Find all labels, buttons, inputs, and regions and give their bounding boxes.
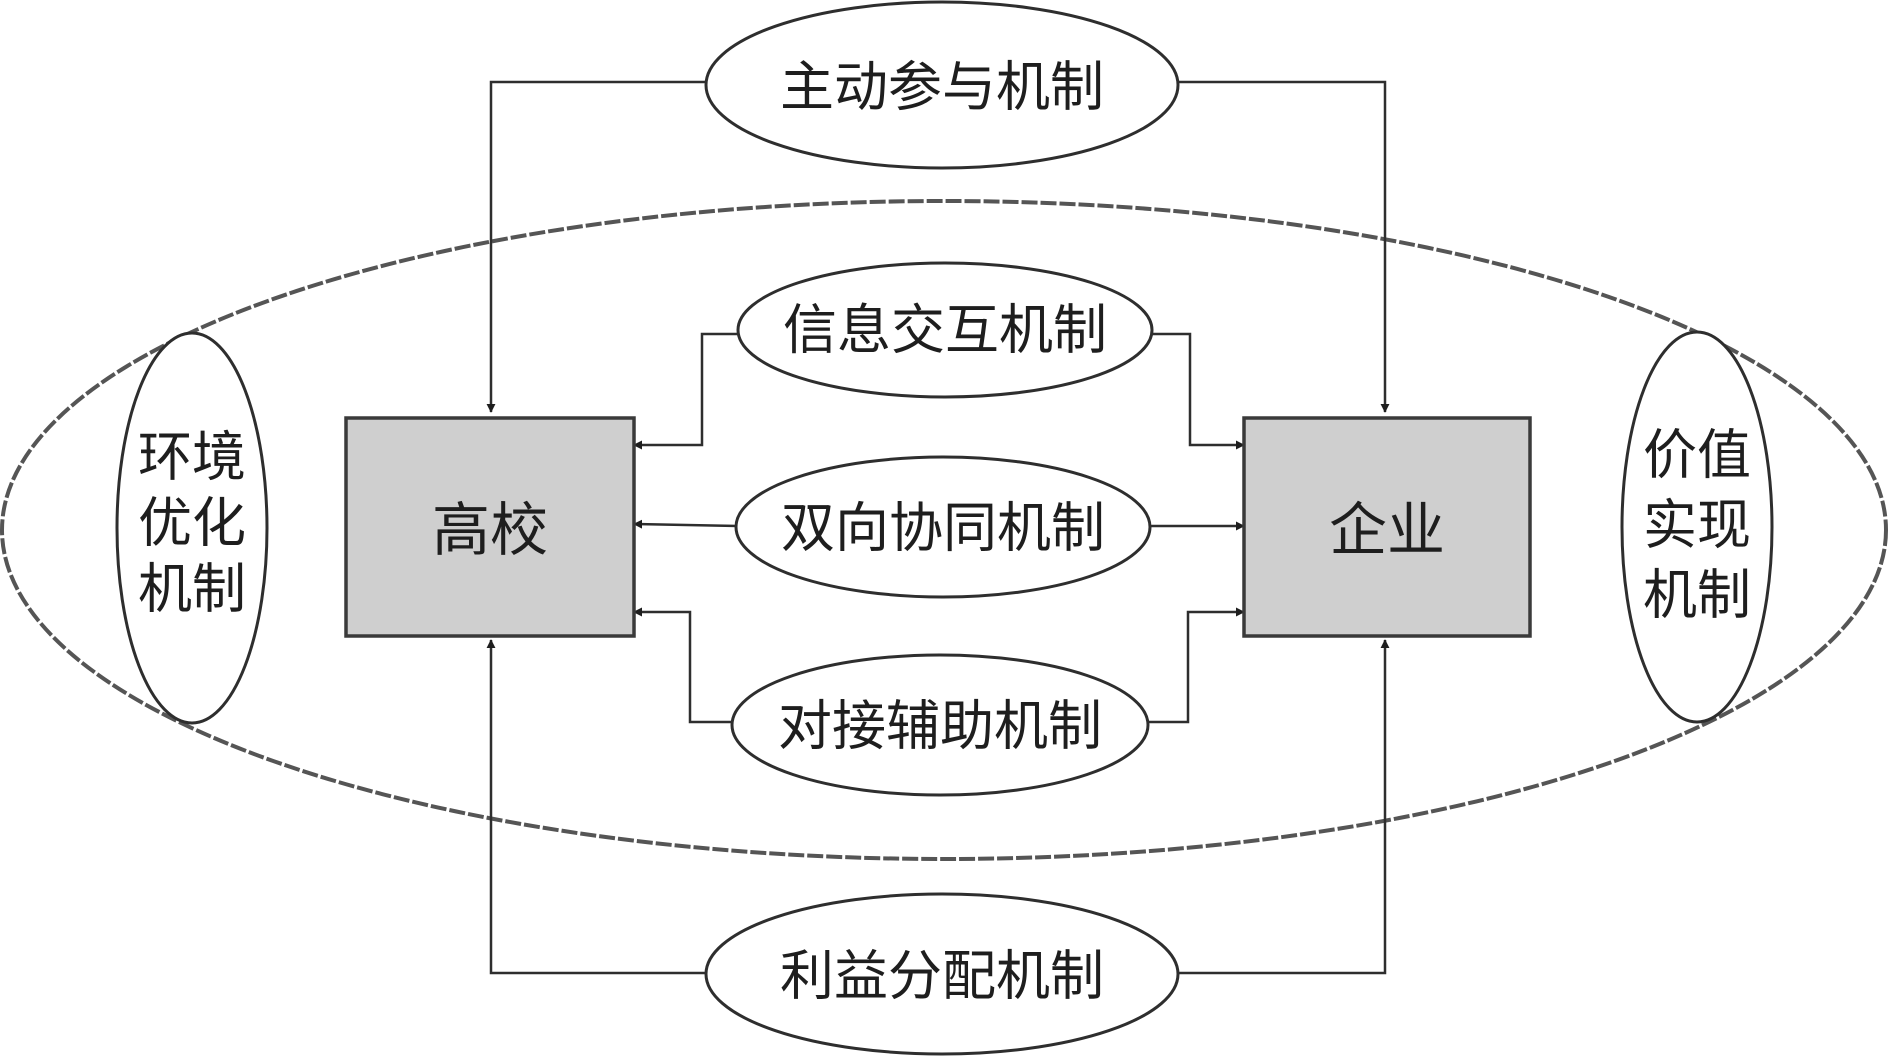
mechanism-environment-optimization: 环境 优化 机制 xyxy=(115,331,269,725)
environment-optimization-line-1: 环境 xyxy=(138,426,246,489)
outer-dashed-ellipse xyxy=(0,199,1888,861)
environment-optimization-line-3: 机制 xyxy=(138,558,246,621)
bidirectional-collaboration-ellipse xyxy=(734,455,1152,599)
active-participation-ellipse xyxy=(704,0,1180,170)
value-realization-line-1: 价值 xyxy=(1643,424,1751,487)
information-interaction-label: 信息交互机制 xyxy=(783,299,1107,362)
environment-optimization-ellipse xyxy=(115,331,269,725)
mechanism-active-participation: 主动参与机制 xyxy=(704,0,1180,170)
enterprise-label: 企业 xyxy=(1329,496,1445,564)
connector-top-to-enterprise xyxy=(1178,80,1390,413)
value-realization-line-3: 机制 xyxy=(1643,564,1751,627)
connector-info-to-enterprise xyxy=(1152,332,1245,450)
connector-bottom-to-university xyxy=(486,639,706,975)
mechanism-value-realization: 价值 实现 机制 xyxy=(1620,330,1774,724)
connector-collab-to-university xyxy=(633,519,739,529)
docking-assistance-ellipse xyxy=(730,653,1150,797)
connector-dock-to-university xyxy=(633,607,736,724)
bidirectional-collaboration-label: 双向协同机制 xyxy=(781,497,1105,560)
mechanism-docking-assistance: 对接辅助机制 xyxy=(730,653,1150,797)
enterprise-node: 企业 xyxy=(1242,416,1532,638)
connector-info-to-university xyxy=(633,332,738,450)
value-realization-ellipse xyxy=(1620,330,1774,724)
connector-dock-to-enterprise xyxy=(1148,607,1245,724)
information-interaction-ellipse xyxy=(736,261,1154,399)
university-box xyxy=(344,416,636,638)
mechanism-benefit-distribution: 利益分配机制 xyxy=(704,892,1180,1056)
mechanism-bidirectional-collaboration: 双向协同机制 xyxy=(734,455,1152,599)
enterprise-box xyxy=(1242,416,1532,638)
benefit-distribution-ellipse xyxy=(704,892,1180,1056)
connector-bottom-to-enterprise xyxy=(1178,639,1390,975)
connector-top-to-university xyxy=(486,80,706,413)
university-label: 高校 xyxy=(432,496,548,564)
active-participation-label: 主动参与机制 xyxy=(780,56,1104,119)
benefit-distribution-label: 利益分配机制 xyxy=(780,945,1104,1008)
environment-optimization-line-2: 优化 xyxy=(138,492,246,555)
mechanism-information-interaction: 信息交互机制 xyxy=(736,261,1154,399)
value-realization-line-2: 实现 xyxy=(1643,494,1751,557)
docking-assistance-label: 对接辅助机制 xyxy=(778,695,1102,758)
university-node: 高校 xyxy=(344,416,636,638)
